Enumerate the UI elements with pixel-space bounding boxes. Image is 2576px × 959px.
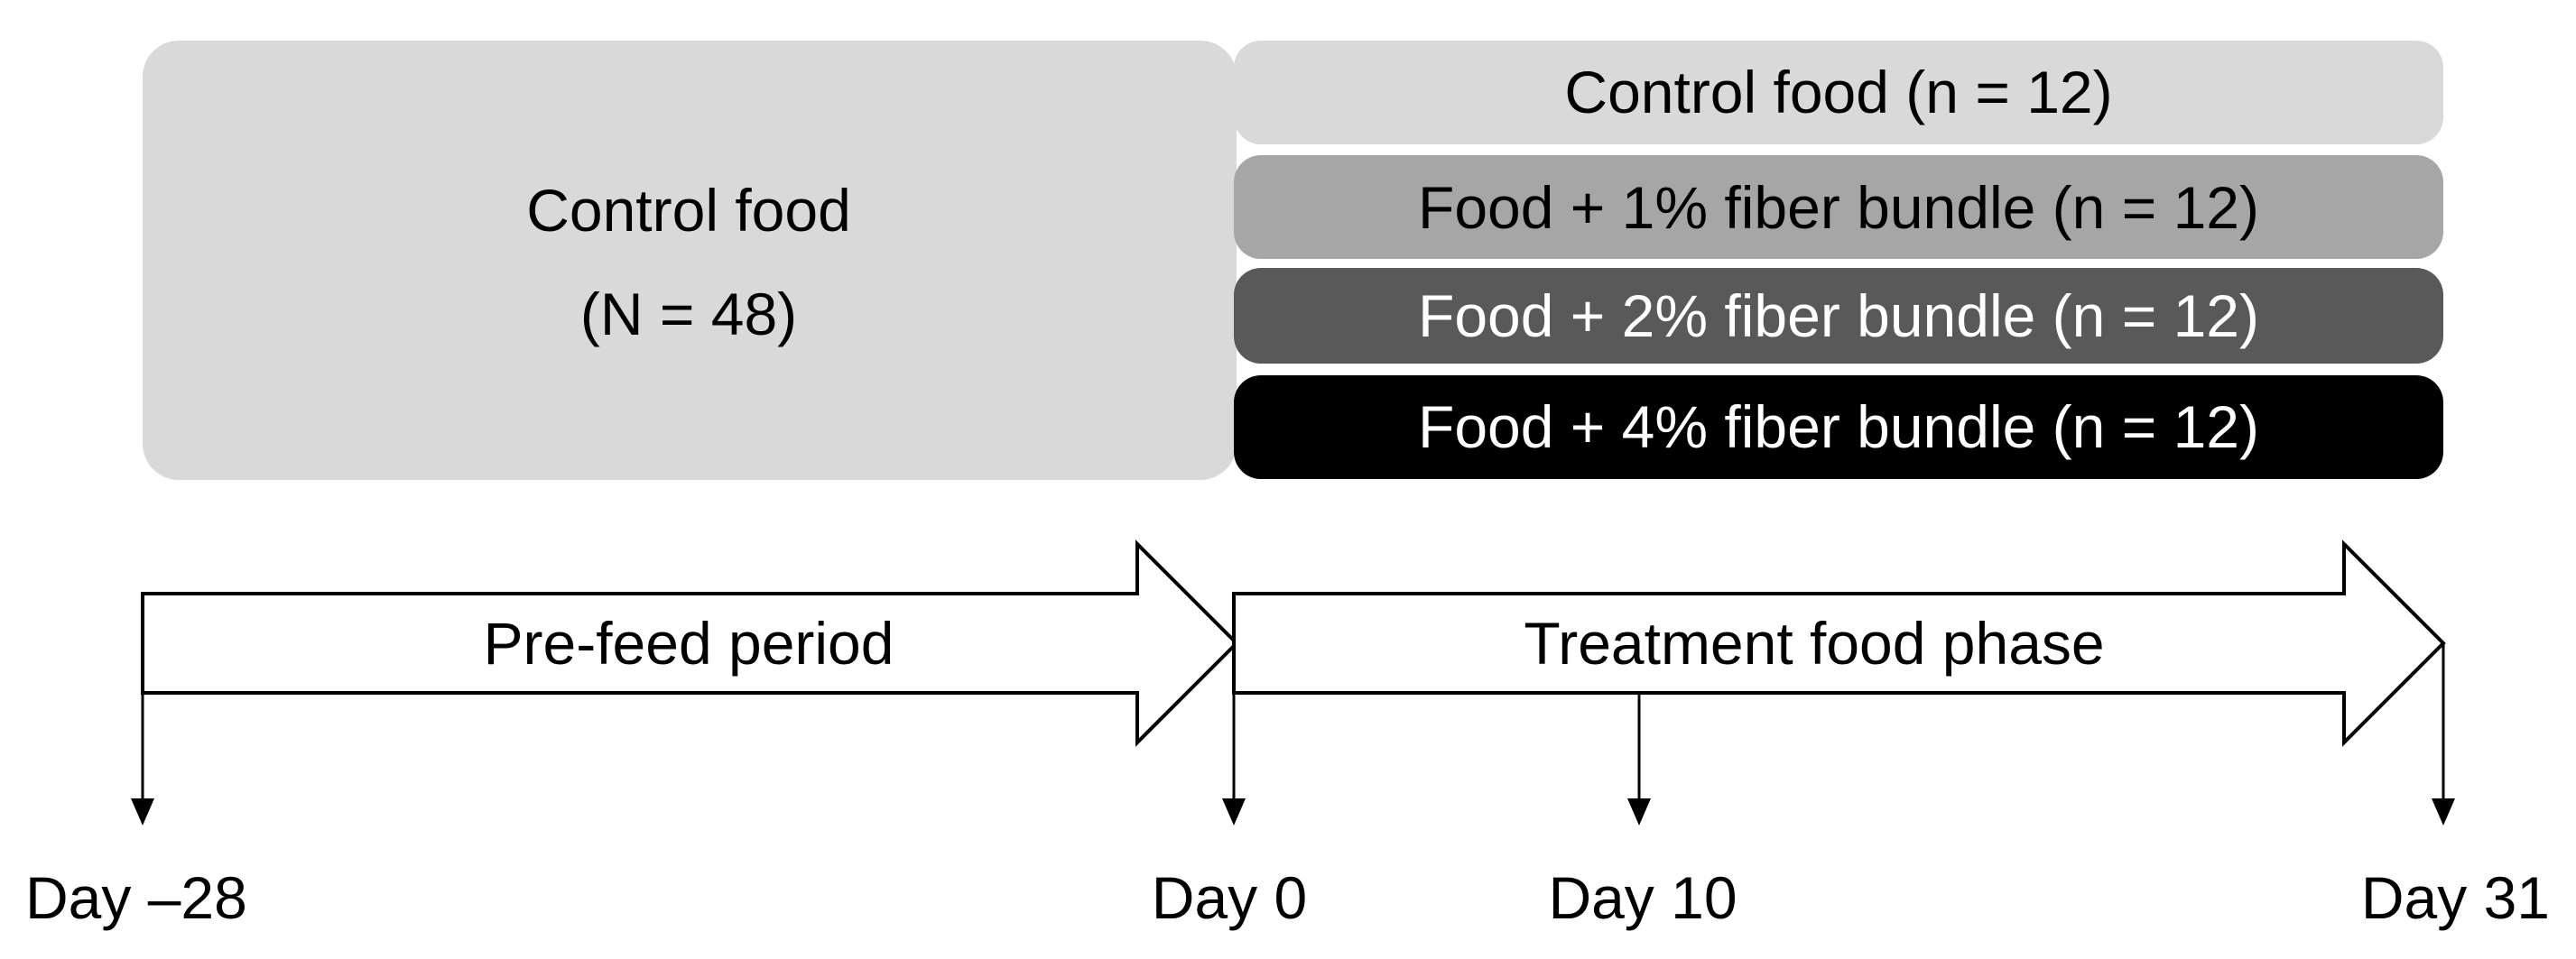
pre-feed-group-count: (N = 48) xyxy=(580,281,797,347)
treatment-groups: Control food (n = 12) Food + 1% fiber bu… xyxy=(1234,41,2443,479)
treatment-phase-arrow xyxy=(1232,539,2446,747)
treatment-bar-control xyxy=(1234,41,2443,144)
treatment-bar-2-percent xyxy=(1234,268,2443,364)
timepoint-label-day-10: Day 10 xyxy=(1548,864,1737,931)
pre-feed-period-label: Pre-feed period xyxy=(484,610,894,677)
pre-feed-group-box xyxy=(143,41,1237,480)
treatment-bar-1-percent xyxy=(1234,155,2443,259)
treatment-label-control: Control food (n = 12) xyxy=(1564,59,2112,125)
timepoint-label-day-0: Day 0 xyxy=(1152,864,1307,931)
treatment-label-4-percent: Food + 4% fiber bundle (n = 12) xyxy=(1418,393,2259,460)
day-minus-28-arrowhead xyxy=(131,798,154,825)
timepoint-label-day-31: Day 31 xyxy=(2361,864,2550,931)
day-31-arrowhead xyxy=(2432,798,2455,825)
treatment-phase-label: Treatment food phase xyxy=(1524,610,2104,677)
timepoint-label-day-minus-28: Day –28 xyxy=(25,864,247,931)
treatment-label-2-percent: Food + 2% fiber bundle (n = 12) xyxy=(1418,282,2259,349)
pre-feed-group-title: Control food xyxy=(526,177,851,244)
pre-feed-period-arrow xyxy=(141,539,1239,747)
day-0-arrowhead xyxy=(1222,798,1246,825)
treatment-bar-4-percent xyxy=(1234,375,2443,479)
treatment-label-1-percent: Food + 1% fiber bundle (n = 12) xyxy=(1418,174,2259,241)
day-10-arrowhead xyxy=(1627,798,1651,825)
